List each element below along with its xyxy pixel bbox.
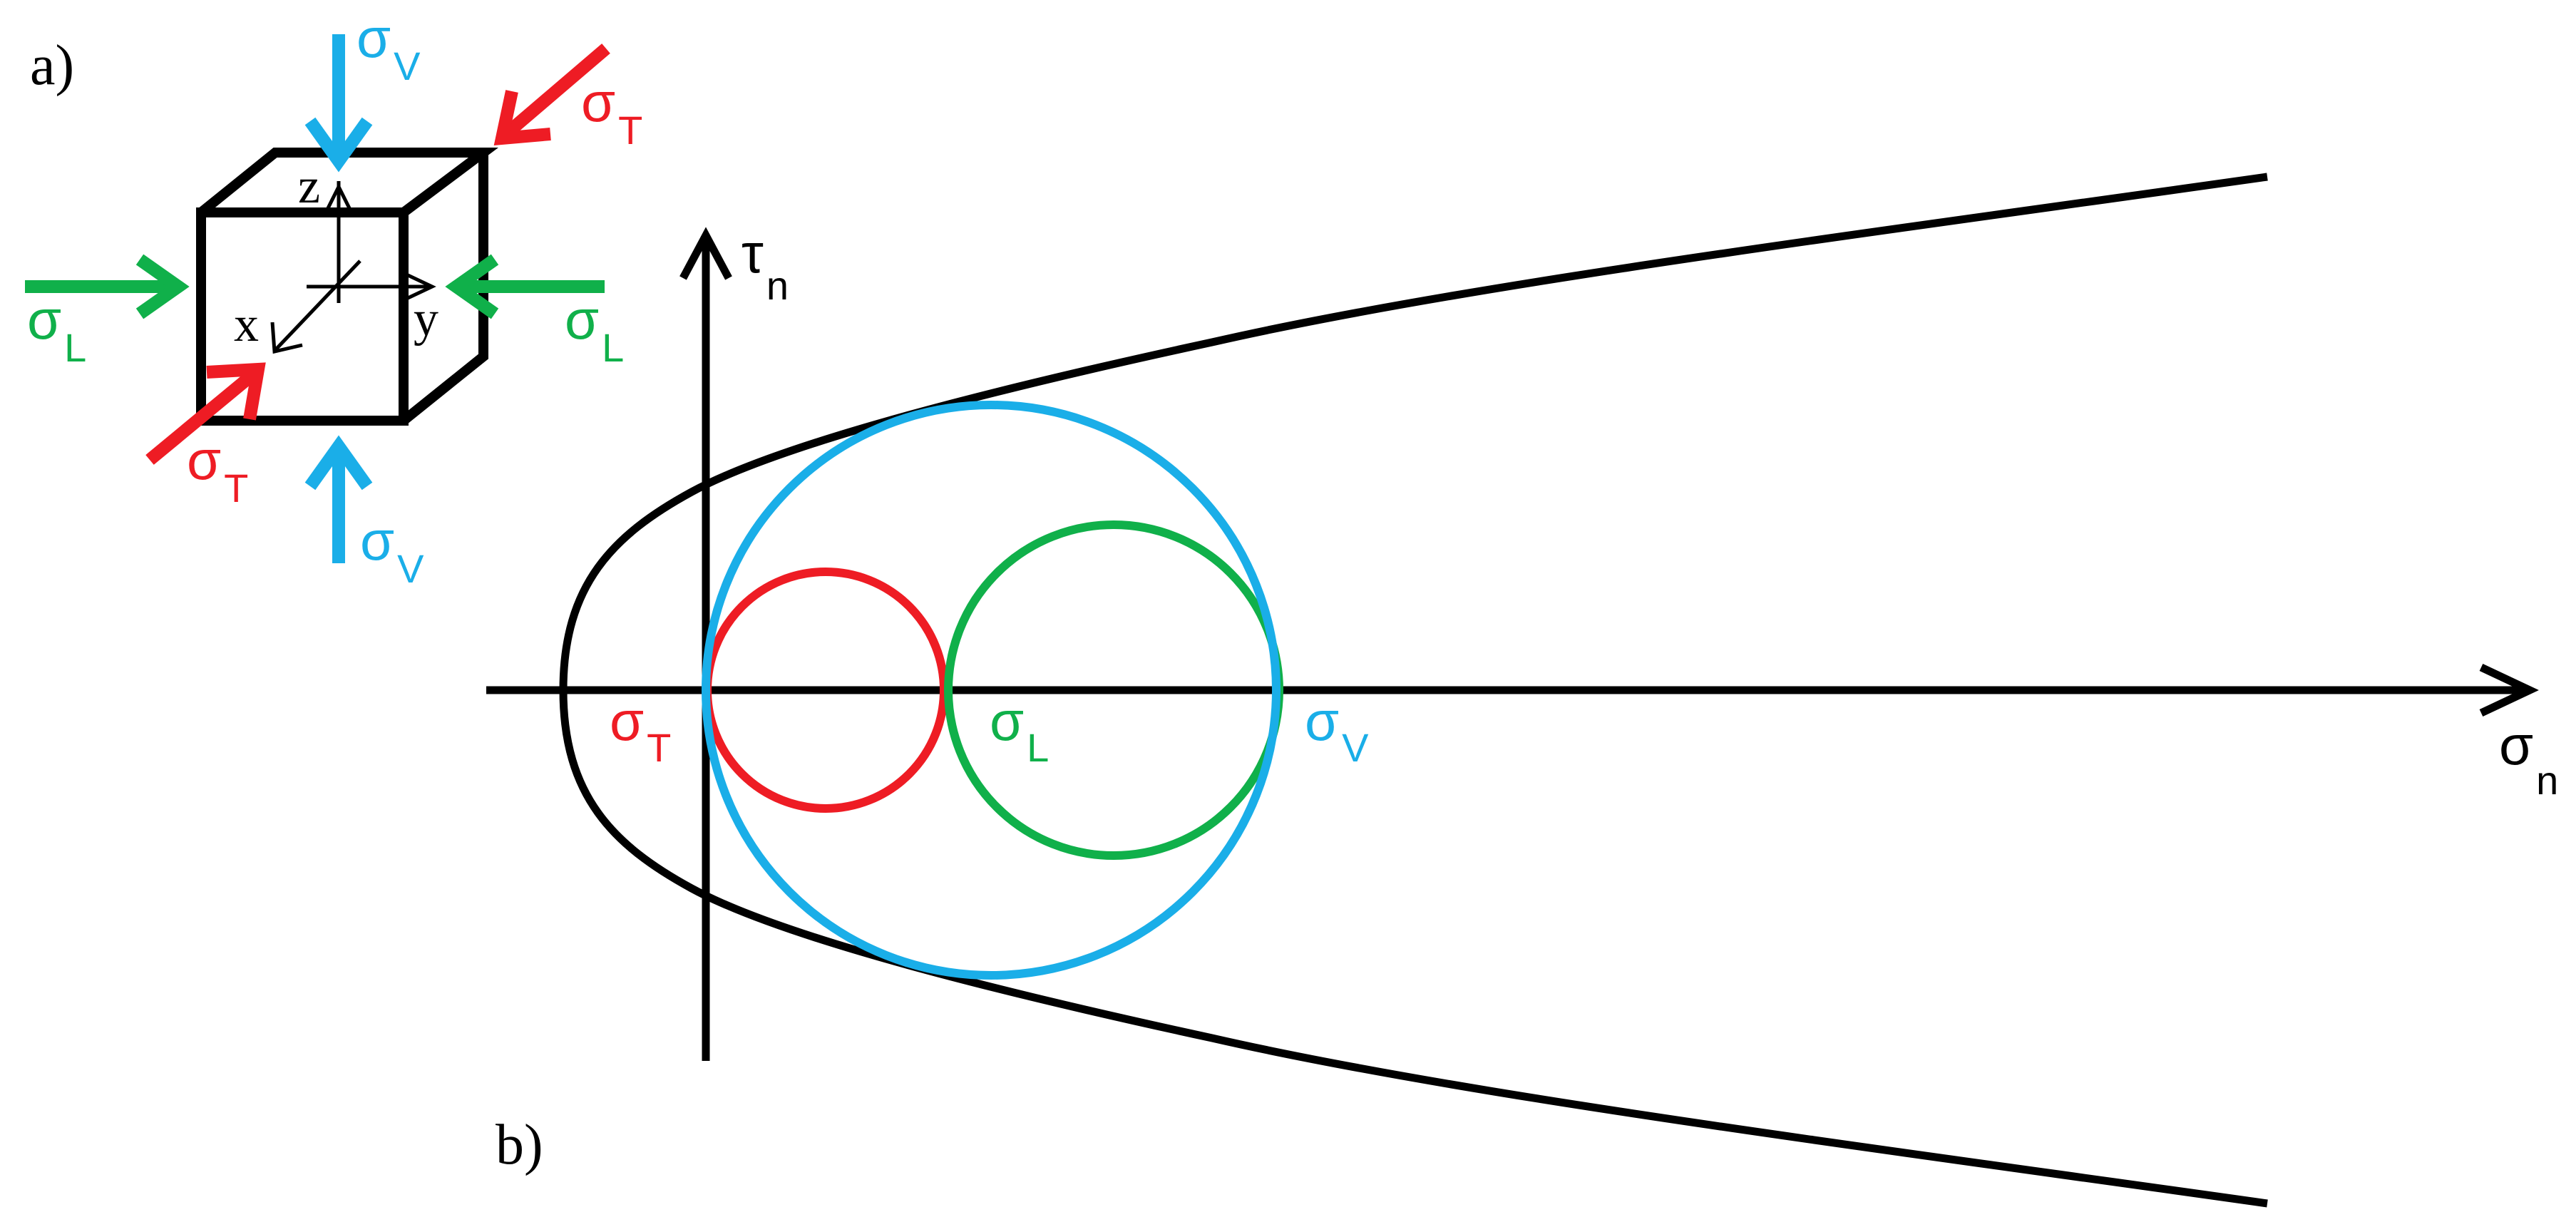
sigma-l-right-label: σL xyxy=(565,288,624,370)
z-axis-label: z xyxy=(298,159,320,214)
sigma-v-bottom-arrowhead xyxy=(304,435,373,491)
vertical-stress-arrows xyxy=(304,34,373,563)
panel-b: b) τn σn σT σL σV xyxy=(486,173,2558,1208)
panel-b-label: b) xyxy=(496,1114,543,1176)
sigma-v-bottom-label: σV xyxy=(360,509,424,591)
cube-top-face xyxy=(197,148,498,217)
sigma-t-axis-label: σT xyxy=(610,689,671,770)
x-axis xyxy=(273,260,361,352)
x-arrowhead xyxy=(270,322,303,354)
y-arrowhead xyxy=(405,272,436,301)
sigma-t-top-label: σT xyxy=(581,71,642,153)
sigma-t-top-arrow-shaft xyxy=(503,43,610,138)
sigma-t-bottom-arrowhead xyxy=(206,362,266,421)
transverse-stress-arrows xyxy=(145,43,610,465)
mohr-circle-t-v xyxy=(702,401,1281,980)
sigma-n-label: σn xyxy=(2499,714,2558,803)
sigma-v-top-arrowhead xyxy=(304,117,373,173)
sigma-l-right-arrowhead xyxy=(445,254,499,319)
cube-side-face xyxy=(400,153,488,425)
sigma-v-top-label: σV xyxy=(356,6,421,88)
coordinate-axes xyxy=(270,181,436,354)
sigma-v-axis-label: σV xyxy=(1305,689,1369,770)
sigma-n-arrowhead xyxy=(2479,664,2539,717)
sigma-t-bottom-arrow-shaft xyxy=(145,369,257,465)
sigma-l-left-label: σL xyxy=(27,288,86,370)
stress-cube xyxy=(196,148,498,426)
z-arrowhead xyxy=(324,183,353,212)
tau-n-arrowhead xyxy=(679,227,732,280)
lateral-stress-arrows xyxy=(25,254,605,319)
sigma-t-bottom-label: σT xyxy=(187,428,248,510)
panel-a: a) z y x xyxy=(25,6,642,591)
sigma-t-top-arrowhead xyxy=(493,90,551,146)
tau-n-label: τn xyxy=(742,222,789,308)
x-axis-label: x xyxy=(234,297,259,352)
panel-a-label: a) xyxy=(30,34,74,97)
y-axis-label: y xyxy=(414,292,438,346)
sigma-l-left-arrowhead xyxy=(135,254,190,319)
sigma-l-axis-label: σL xyxy=(990,689,1049,770)
mohr-axes xyxy=(486,227,2539,1061)
cube-front-face xyxy=(196,207,409,426)
